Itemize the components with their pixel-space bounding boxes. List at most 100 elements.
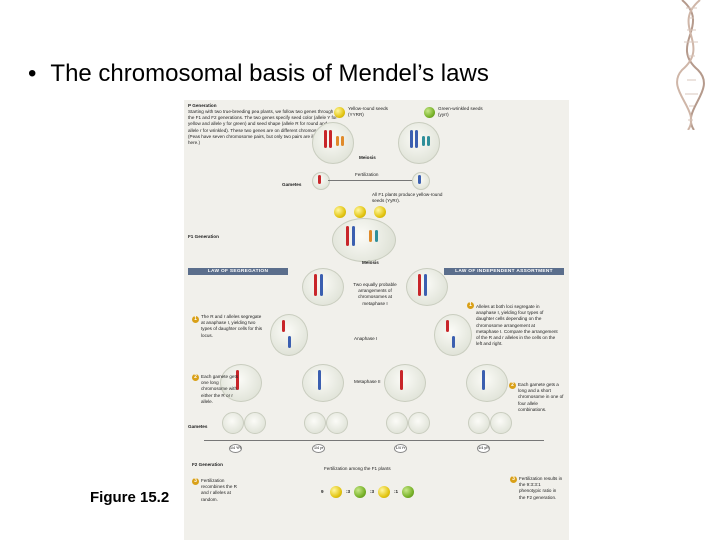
gamete-fraction-4: 1/4 yR — [477, 444, 490, 453]
anaphase-cell-2 — [434, 314, 472, 356]
ratio-3a: :3 — [346, 489, 351, 494]
metaphase2-cell-1 — [220, 364, 262, 402]
gamete-cell-8 — [490, 412, 512, 434]
gamete-fraction-1: 1/4 YR — [229, 444, 242, 453]
f1-chromosome-4 — [375, 230, 378, 242]
gamete-cell-6 — [408, 412, 430, 434]
metaphase2-cell-3 — [384, 364, 426, 402]
fertilization-label: Fertilization — [355, 172, 379, 177]
ana-chromosome-2 — [288, 336, 291, 348]
gamete-cell-2 — [244, 412, 266, 434]
gamete-cell-7 — [468, 412, 490, 434]
f1-chromosome-3 — [369, 230, 372, 242]
ratio-1: :1 — [394, 489, 399, 494]
step-1-left-text: The R and r alleles segregate at anaphas… — [201, 314, 263, 338]
step-1-badge-left: 1 — [192, 316, 199, 323]
parent-green-label: Green-wrinkled seeds (yyrr) — [438, 106, 483, 118]
ratio-3b: :3 — [370, 489, 375, 494]
meiosis-label: Meiosis — [359, 155, 376, 160]
f1-result-text: All F1 plants produce yellow-round seeds… — [372, 192, 443, 204]
chromosomal-basis-figure: P Generation Starting with two true-bree… — [184, 100, 569, 540]
metaphase-cell-right — [406, 268, 448, 306]
f1-cell — [332, 218, 396, 262]
figure-caption: Figure 15.2 — [90, 489, 170, 506]
parent-yellow-label: Yellow-round seeds (YYRR) — [348, 106, 388, 118]
meiosis-label-2: Meiosis — [362, 260, 379, 265]
gametes-label-2: Gametes — [188, 424, 208, 429]
ratio-yellow-round-icon — [330, 486, 342, 498]
step-2-left-text: Each gamete gets one long chromosome wit… — [201, 374, 239, 404]
parent-green-cell — [398, 122, 440, 164]
meta-chromosome-2 — [320, 274, 323, 296]
meta-chromosome-3 — [418, 274, 421, 296]
step-1-badge-right: 1 — [467, 302, 474, 309]
gamete-yr-small-cell — [412, 172, 430, 190]
m2-chromosome-4 — [482, 370, 485, 390]
step-3-badge-right: 3 — [510, 476, 517, 483]
f1-yellow-pea-icon-3 — [374, 206, 386, 218]
gamete-baseline — [204, 440, 544, 441]
p-generation-label: P Generation — [188, 103, 217, 108]
chromosome-r-small-long-2 — [415, 130, 418, 148]
f2-generation-label: F2 Generation — [192, 462, 223, 467]
parent-yellow-cell — [312, 122, 354, 164]
gamete-cell-3 — [304, 412, 326, 434]
metaphase-label: Metaphase II — [354, 379, 381, 384]
metaphase-cell-left — [302, 268, 344, 306]
step-3-right-text: Fertilization results in the 9:3:3:1 phe… — [519, 476, 563, 500]
chromosome-y-small-short-2 — [427, 136, 430, 146]
ratio-green-wrinkled-icon — [402, 486, 414, 498]
f1-chromosome-1 — [346, 226, 349, 246]
law-of-independent-assortment-banner: LAW OF INDEPENDENT ASSORTMENT — [444, 268, 564, 275]
gamete-cell-4 — [326, 412, 348, 434]
step-2-badge-left: 2 — [192, 374, 199, 381]
p-generation-text: Starting with two true-breeding pea plan… — [188, 109, 337, 145]
f2-fertilization-text: Fertilization among the F1 plants — [324, 466, 391, 471]
m2-chromosome-1 — [236, 370, 239, 390]
f1-chromosome-2 — [352, 226, 355, 246]
title-bullet: • — [28, 60, 37, 87]
gamete-chromosome — [318, 175, 321, 184]
f1-generation-label: F1 Generation — [188, 234, 219, 239]
metaphase2-cell-2 — [302, 364, 344, 402]
f1-yellow-pea-icon-2 — [354, 206, 366, 218]
ratio-green-round-icon — [354, 486, 366, 498]
metaphase2-cell-4 — [466, 364, 508, 402]
gamete-cell-5 — [386, 412, 408, 434]
anaphase-cell-1 — [270, 314, 308, 356]
gametes-label: Gametes — [282, 182, 302, 187]
gamete-fraction-2: 1/4 yr — [312, 444, 325, 453]
ana-chromosome-1 — [282, 320, 285, 332]
f1-yellow-pea-icon — [334, 206, 346, 218]
chromosome-y-small-short — [422, 136, 425, 146]
chromosome-y-short — [336, 136, 339, 146]
chromosome-y-short-2 — [341, 136, 344, 146]
ratio-9: 9 — [321, 489, 324, 494]
slide-title: • The chromosomal basis of Mendel’s laws — [28, 60, 489, 88]
dna-helix-decoration — [676, 0, 705, 130]
gamete-fraction-3: 1/4 Yr — [394, 444, 407, 453]
step-2-badge-right: 2 — [509, 382, 516, 389]
m2-chromosome-3 — [400, 370, 403, 390]
gamete-cell-1 — [222, 412, 244, 434]
m2-chromosome-2 — [318, 370, 321, 390]
two-arrangements-text: Two equally probable arrangements of chr… — [353, 282, 397, 306]
step-1-right-text: Alleles at both loci segregate in anapha… — [476, 304, 558, 347]
chromosome-r-long-2 — [329, 130, 332, 148]
gamete-yr-cell — [312, 172, 330, 190]
meta-chromosome-4 — [424, 274, 427, 296]
step-2-right-text: Each gamete gets a long and a short chro… — [518, 382, 564, 412]
title-text: The chromosomal basis of Mendel’s laws — [50, 60, 489, 87]
ratio-yellow-wrinkled-icon — [378, 486, 390, 498]
chromosome-r-small-long — [410, 130, 413, 148]
yellow-pea-icon — [334, 107, 345, 118]
green-pea-icon — [424, 107, 435, 118]
chromosome-r-long — [324, 130, 327, 148]
fertilization-line — [328, 180, 412, 181]
law-of-segregation-banner: LAW OF SEGREGATION — [188, 268, 288, 275]
ana-chromosome-3 — [446, 320, 449, 332]
anaphase-label: Anaphase I — [354, 336, 378, 341]
ana-chromosome-4 — [452, 336, 455, 348]
step-3-badge-left: 3 — [192, 478, 199, 485]
meta-chromosome-1 — [314, 274, 317, 296]
